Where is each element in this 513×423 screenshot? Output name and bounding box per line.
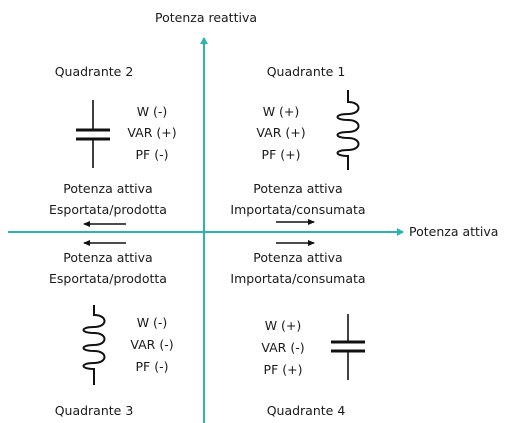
capacitor-icon [76,100,110,168]
quadrant-3-title: Quadrante 3 [55,403,134,418]
quadrant-2-title: Quadrante 2 [55,64,134,79]
quadrant-4-title: Quadrante 4 [267,403,346,418]
quadrant-1-var: VAR (+) [256,125,305,140]
quadrant-3-flow-line2: Esportata/prodotta [49,271,167,286]
quadrant-1-w: W (+) [263,104,300,119]
inductor-coil-icon [82,305,106,385]
quadrant-2-flow-line2: Esportata/prodotta [49,202,167,217]
quadrant-1-flow-line2: Importata/consumata [230,202,365,217]
quadrant-1-pf: PF (+) [262,147,301,162]
quadrant-4-flow-line2: Importata/consumata [230,271,365,286]
quadrant-4: Potenza attiva Importata/consumata W (+)… [230,219,366,418]
capacitor-icon [331,314,365,380]
quadrant-1-flow-line1: Potenza attiva [253,181,342,196]
quadrant-4-pf: PF (+) [264,362,303,377]
quadrant-4-w: W (+) [265,318,302,333]
quadrant-2-var: VAR (+) [127,125,176,140]
quadrant-2-flow-line1: Potenza attiva [63,181,152,196]
quadrant-4-flow-line1: Potenza attiva [253,250,342,265]
x-axis-label: Potenza attiva [409,224,498,239]
quadrant-3-pf: PF (-) [136,359,169,374]
inductor-coil-icon [336,90,360,170]
quadrant-2-pf: PF (-) [136,147,169,162]
quadrant-1-title: Quadrante 1 [267,64,346,79]
quadrant-2: Quadrante 2 W (-) VAR (+) PF (-) Potenza… [49,64,177,227]
quadrant-2-w: W (-) [137,104,168,119]
y-axis-label: Potenza reattiva [155,10,257,25]
quadrant-3: Potenza attiva Esportata/prodotta W (-) … [49,240,174,418]
quadrant-3-var: VAR (-) [130,337,173,352]
quadrant-4-var: VAR (-) [261,340,304,355]
quadrant-3-flow-line1: Potenza attiva [63,250,152,265]
quadrant-3-w: W (-) [137,315,168,330]
quadrant-1: Quadrante 1 W (+) VAR (+) PF (+) Potenza… [230,64,365,217]
